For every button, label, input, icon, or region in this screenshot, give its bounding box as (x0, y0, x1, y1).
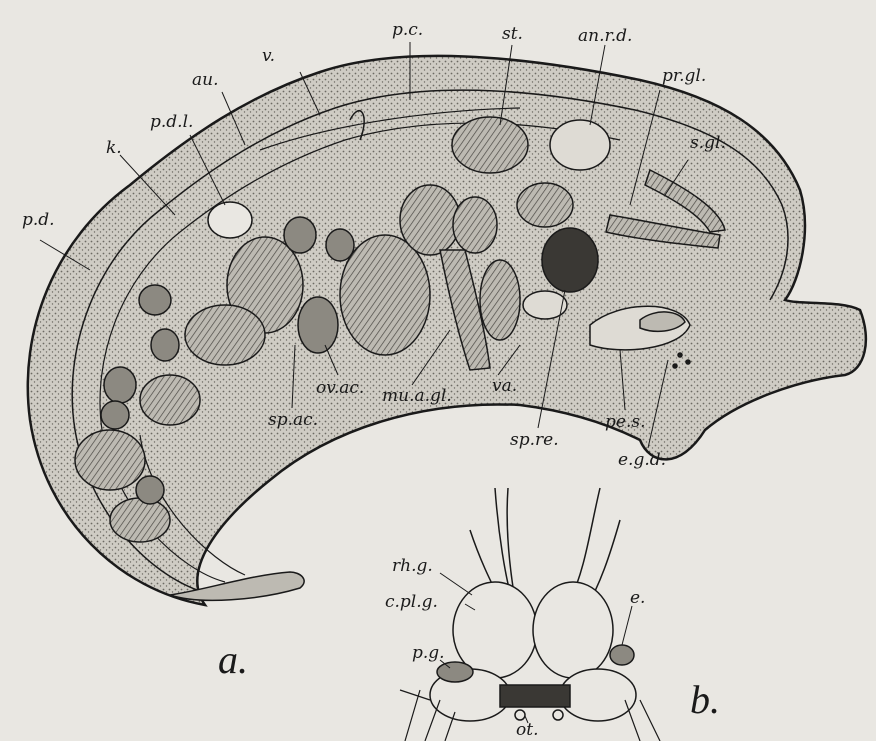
label-pg: p.g. (412, 645, 445, 662)
label-sgl: s.gl. (690, 135, 726, 152)
ganglia-figure-b (400, 488, 660, 741)
label-ovac: ov.ac. (316, 380, 364, 397)
label-rhg: rh.g. (392, 558, 433, 575)
label-muagl: mu.a.gl. (382, 388, 452, 405)
label-ot: ot. (516, 722, 538, 739)
label-st: st. (502, 26, 523, 43)
label-pc: p.c. (392, 22, 423, 39)
panel-label-a: a. (218, 640, 248, 680)
label-anrd: an.r.d. (578, 28, 632, 45)
label-pes: pe.s. (605, 414, 645, 431)
label-egd: e.g.d. (618, 452, 666, 469)
label-pd: p.d. (22, 212, 55, 229)
label-cplg: c.pl.g. (385, 594, 438, 611)
label-e: e. (630, 590, 645, 607)
label-spac: sp.ac. (268, 412, 318, 429)
label-spre: sp.re. (510, 432, 559, 449)
label-prgl: pr.gl. (662, 68, 706, 85)
label-v: v. (262, 48, 275, 65)
label-va: va. (492, 378, 517, 395)
label-k: k. (106, 140, 122, 157)
panel-label-b: b. (690, 680, 720, 720)
label-pdl: p.d.l. (150, 114, 193, 131)
label-au: au. (192, 72, 219, 89)
